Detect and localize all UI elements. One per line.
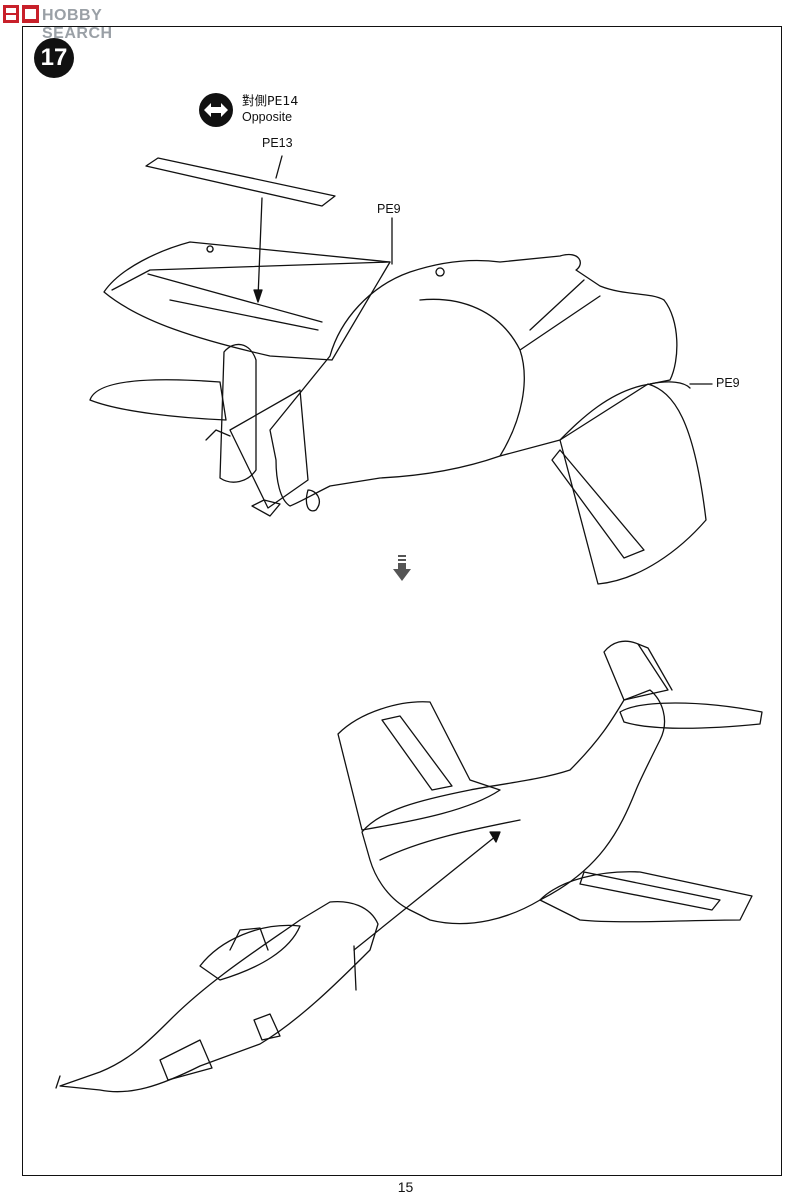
down-arrow-icon (393, 555, 411, 581)
callout-pe9-right: PE9 (716, 376, 740, 390)
callout-pe13: PE13 (262, 136, 293, 150)
tailplane (89, 379, 227, 421)
double-arrow-circle-icon (199, 93, 233, 127)
fin (219, 343, 257, 483)
pe9-right-strip (649, 381, 691, 389)
watermark-logo-mark (3, 5, 39, 23)
gear-wheel (305, 489, 320, 512)
gear-part (251, 499, 281, 517)
watermark: HOBBY SEARCH (2, 3, 172, 42)
page-frame (22, 26, 782, 1176)
wing-lower-flap (579, 871, 721, 911)
tail-fin-edge (637, 643, 673, 691)
tail-cone (205, 429, 231, 441)
join-arrow-line (353, 835, 497, 951)
wing-top-flap (381, 715, 453, 791)
callout-pe9-top: PE9 (377, 202, 401, 216)
step-number-badge: 17 (34, 38, 74, 78)
fuselage (269, 253, 678, 507)
fin-rudder (229, 389, 309, 509)
rear-fuselage (361, 689, 666, 925)
watermark-text: HOBBY SEARCH (42, 7, 113, 42)
intake-lines (519, 279, 601, 351)
ejection-seat (229, 927, 269, 951)
wing-left-rivet (206, 245, 214, 253)
wing-right (559, 383, 707, 585)
wing-left-edge (111, 261, 391, 291)
fuselage-panel-line (419, 298, 525, 457)
pitot-tube (55, 1075, 61, 1089)
wing-left-panel (147, 273, 323, 331)
canopy-cockpit (199, 924, 301, 981)
aircraft-assembly-view (55, 640, 763, 1093)
join-arrow-tail (353, 945, 357, 991)
tail-fin (603, 640, 669, 701)
join-arrowhead (489, 831, 501, 843)
pe13-arrow-line (257, 197, 263, 299)
wing-right-flap (551, 449, 645, 559)
wing-lower (539, 871, 753, 923)
fuselage-rivet (435, 267, 445, 277)
pe13-leader (275, 155, 283, 179)
wing-top (337, 701, 501, 831)
opposite-label-cn: 對側PE14 (242, 93, 299, 108)
pe13-arrowhead (253, 289, 263, 303)
opposite-label-en: Opposite (242, 110, 293, 124)
page-number: 15 (397, 1179, 414, 1195)
gear-part-front (253, 1013, 281, 1041)
watermark-logo (2, 3, 62, 31)
front-fuselage (59, 900, 379, 1093)
tail-horizontal (619, 702, 763, 729)
wing-left (103, 241, 391, 361)
rear-fuselage-line (379, 819, 521, 861)
nose-gear-door (159, 1039, 213, 1081)
pe13-strip (145, 157, 336, 207)
aircraft-underside-view (89, 155, 713, 585)
